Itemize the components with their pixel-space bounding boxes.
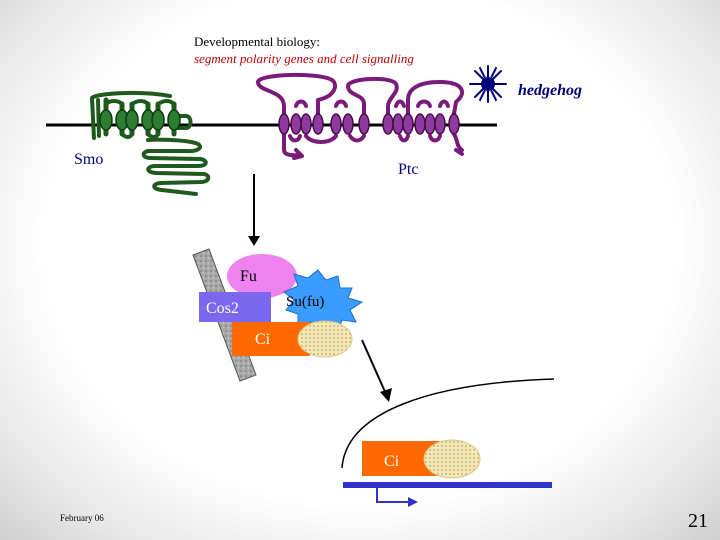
dna-strand bbox=[343, 482, 552, 488]
smo-label: Smo bbox=[74, 151, 104, 168]
smo-tm-beads bbox=[99, 109, 181, 131]
smo-receptor bbox=[90, 90, 211, 196]
fu-protein bbox=[227, 254, 297, 298]
transcription-start-arrow bbox=[376, 488, 410, 503]
ci-cytoplasm-label: Ci bbox=[255, 331, 271, 348]
hedgehog-label: hedgehog bbox=[518, 82, 582, 99]
ci-protein-nucleus bbox=[362, 441, 440, 476]
cos2-protein bbox=[199, 292, 271, 322]
sufu-label: Su(fu) bbox=[286, 294, 325, 310]
slide-title: Developmental biology: bbox=[194, 34, 321, 49]
ptc-receptor bbox=[256, 72, 465, 160]
ci-nucleus-label: Ci bbox=[384, 453, 400, 470]
ci-partner-cytoplasm bbox=[297, 320, 353, 358]
slide-subtitle: segment polarity genes and cell signalli… bbox=[194, 51, 414, 66]
ptc-tm-beads bbox=[278, 113, 460, 135]
nuclear-envelope bbox=[341, 378, 555, 469]
page-number: 21 bbox=[688, 510, 708, 532]
footer-date: February 06 bbox=[60, 513, 104, 523]
ptc-label: Ptc bbox=[398, 161, 419, 178]
hedgehog-ligand-icon bbox=[469, 65, 507, 103]
cos2-label: Cos2 bbox=[206, 300, 239, 317]
ci-partner-nucleus bbox=[423, 439, 481, 479]
ci-protein-cytoplasm bbox=[232, 322, 310, 356]
nuclear-arrow bbox=[361, 339, 387, 395]
fu-label: Fu bbox=[240, 268, 257, 285]
